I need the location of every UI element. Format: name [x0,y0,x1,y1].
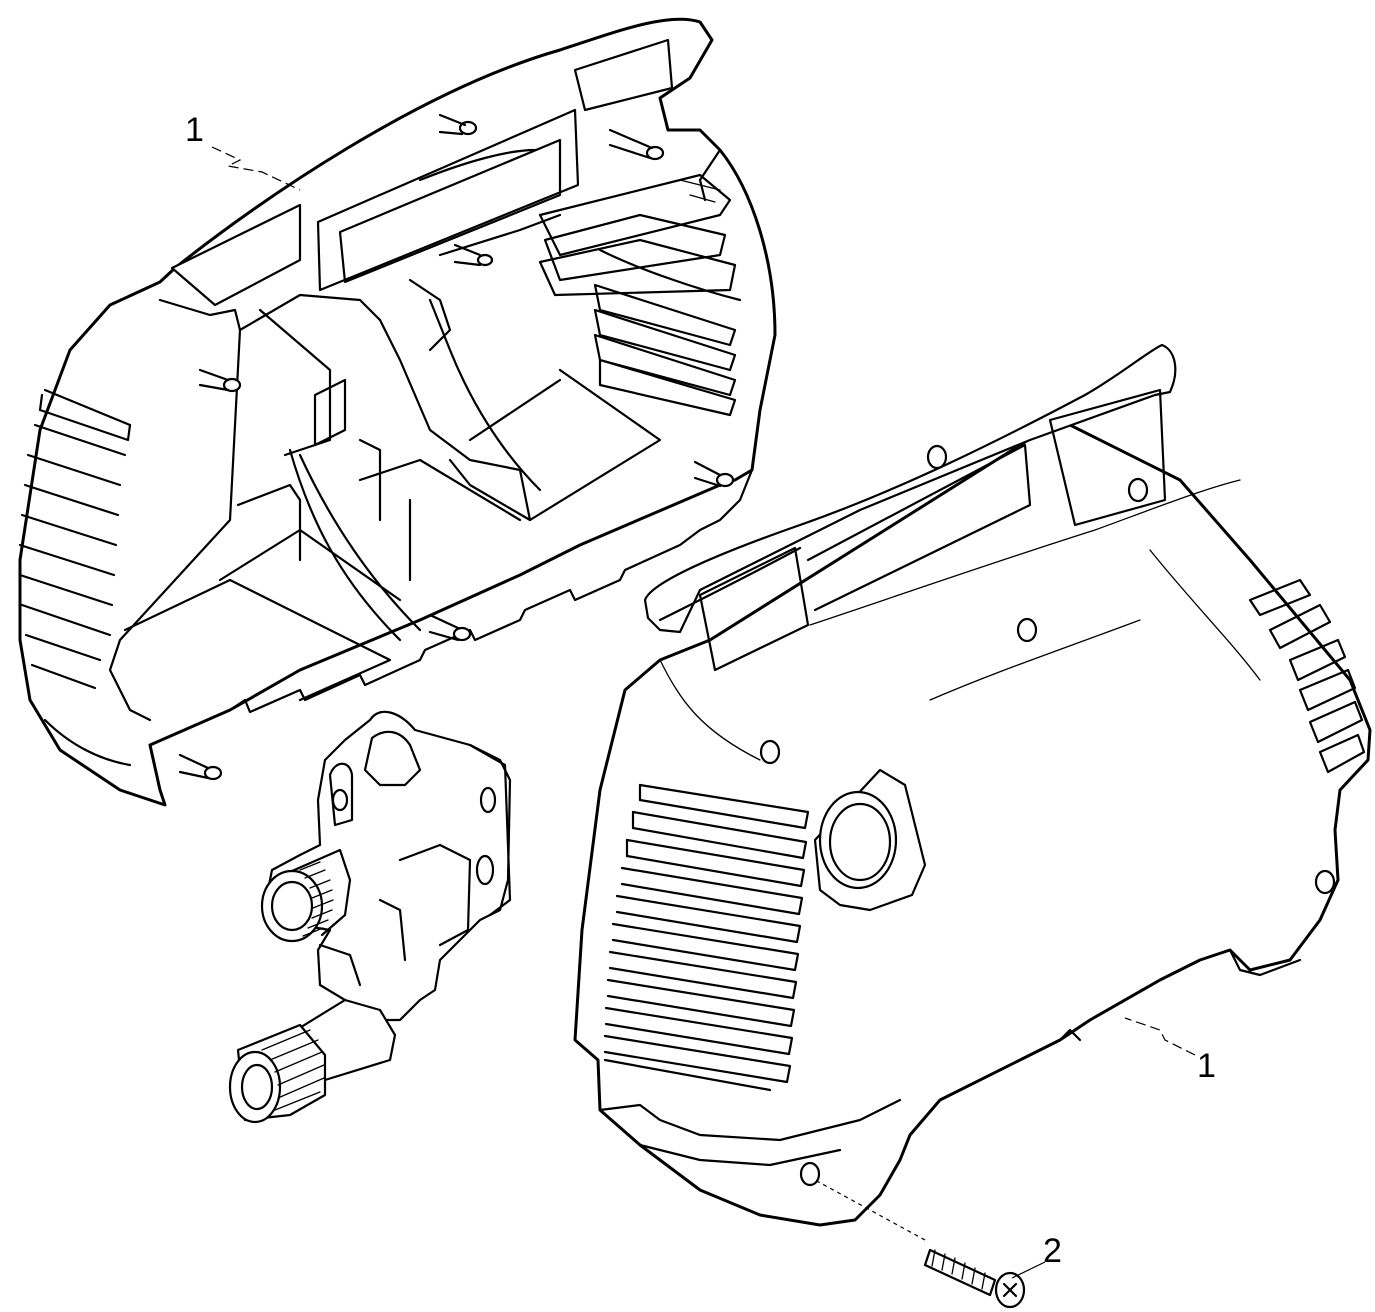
side-vents [1248,578,1366,774]
rear-housing-half [18,17,777,807]
threaded-outlet [260,848,352,943]
callout-leaders [211,146,1196,1279]
coupling-nut [228,1023,327,1124]
outlet-port [813,768,927,912]
callout-housing-front-label: 1 [1197,1047,1216,1085]
front-vents [603,783,810,1092]
callout-screw-label: 2 [1043,1232,1062,1270]
front-housing-half [573,343,1372,1227]
callout-housing-rear-label: 1 [185,111,204,149]
pump-assembly [228,710,512,1124]
rear-right-vents [538,173,737,417]
housing-pins [178,113,735,781]
screw-part [923,1248,1026,1309]
